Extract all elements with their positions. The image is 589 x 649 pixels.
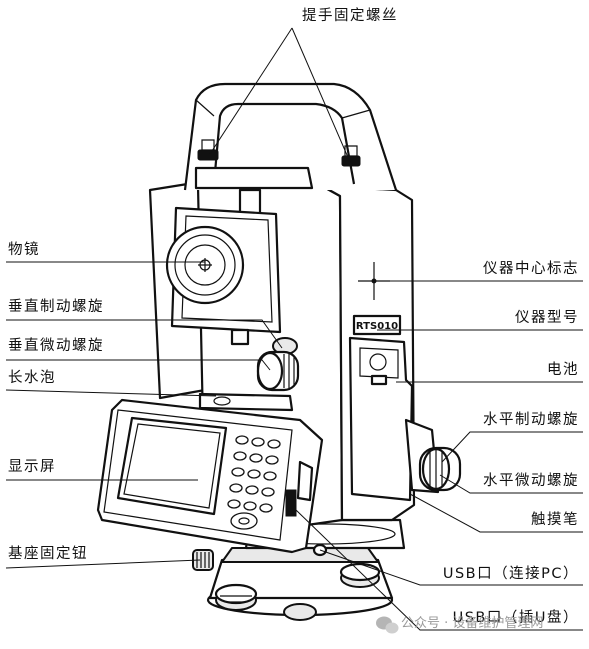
horizontal-knobs <box>404 418 462 494</box>
label-horizontal-clamp: 水平制动螺旋 <box>483 411 579 428</box>
label-plate-level: 长水泡 <box>8 369 56 386</box>
label-model-number: 仪器型号 <box>515 309 579 326</box>
callout-labels: 提手固定螺丝 物镜 垂直制动螺旋 垂直微动螺旋 长水泡 显示屏 基座固定钮 仪器… <box>8 7 579 626</box>
label-objective-lens: 物镜 <box>8 240 40 258</box>
label-usb-pc: USB口（连接PC） <box>443 565 579 582</box>
total-station-illustration: RTS010 <box>96 82 462 621</box>
watermark: 公众号 · 设备维护管理网 <box>376 615 543 634</box>
battery <box>348 336 414 502</box>
model-plate-text: RTS010 <box>356 321 398 332</box>
label-instrument-center-mark: 仪器中心标志 <box>483 260 579 277</box>
control-panel <box>96 398 324 554</box>
plate-level-vial <box>198 392 294 412</box>
label-horizontal-tangent: 水平微动螺旋 <box>483 472 579 489</box>
vertical-knobs <box>256 337 300 392</box>
label-battery: 电池 <box>547 361 579 378</box>
label-stylus: 触摸笔 <box>531 511 579 528</box>
wechat-icon <box>376 616 399 634</box>
label-carry-handle-screw: 提手固定螺丝 <box>302 7 398 24</box>
label-display: 显示屏 <box>8 459 56 475</box>
tribrach <box>192 547 394 621</box>
keypad <box>227 435 281 530</box>
watermark-text: 公众号 · 设备维护管理网 <box>401 615 543 631</box>
telescope <box>165 206 282 346</box>
leader-lines <box>5 27 583 631</box>
label-vertical-clamp: 垂直制动螺旋 <box>8 298 104 315</box>
model-plate: RTS010 <box>352 314 402 336</box>
label-base-lock-knob: 基座固定钮 <box>8 545 88 562</box>
label-vertical-tangent: 垂直微动螺旋 <box>8 337 104 354</box>
label-usb-disk: USB口（插U盘） <box>453 608 579 626</box>
